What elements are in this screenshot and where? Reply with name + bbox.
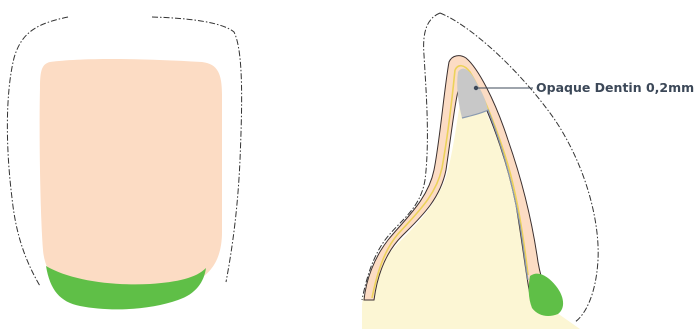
cross-section-cervical-green (529, 274, 563, 316)
tooth-cross-section-icon: Opaque Dentin 0,2mm (362, 13, 694, 329)
callout-label-opaque-dentin: Opaque Dentin 0,2mm (536, 80, 694, 95)
tooth-front-view-icon (7, 17, 241, 309)
front-dentin-body (40, 59, 222, 295)
